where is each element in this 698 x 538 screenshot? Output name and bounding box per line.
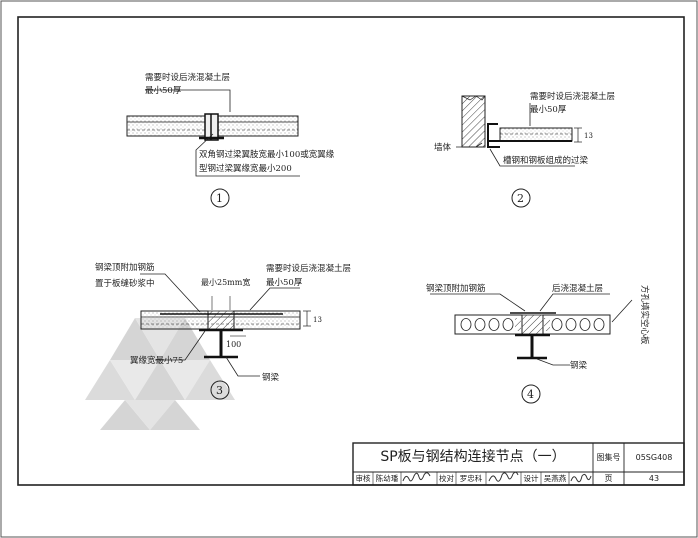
detail-4-number: 4 <box>527 388 534 401</box>
detail-2-slab <box>499 127 573 142</box>
check-label: 校对 <box>439 474 454 483</box>
detail-4-beam-label: 钢梁 <box>570 360 588 371</box>
title-block-frame <box>352 442 685 486</box>
detail-3-gap-label: 最小25mm宽 <box>201 277 250 287</box>
detail-2-dimension: 13 <box>584 132 593 140</box>
atlas-label: 图集号 <box>596 453 621 462</box>
watermark-logo <box>85 318 235 430</box>
detail-4 <box>430 293 633 404</box>
page-number: 43 <box>648 474 660 483</box>
design-label: 设计 <box>523 474 539 483</box>
review-signature <box>402 472 431 482</box>
detail-4-side-note: 方孔填实空心板 <box>639 285 650 345</box>
review-name: 陈幼璠 <box>375 474 399 483</box>
detail-3-topping-label: 需要时设后浇混凝土层 <box>266 263 351 274</box>
detail-1-topping-thickness: 最小50厚 <box>145 85 182 96</box>
detail-1 <box>126 89 300 208</box>
detail-1-flange-label: 双角钢过梁翼肢宽最小100或宽翼缘 <box>199 149 335 160</box>
page-label: 页 <box>604 474 613 483</box>
detail-3-rebar-label: 钢梁顶附加钢筋 <box>95 262 155 273</box>
detail-1-topping-label: 需要时设后浇混凝土层 <box>145 72 230 83</box>
check-name: 罗忠科 <box>459 474 483 483</box>
detail-3 <box>140 273 311 400</box>
design-signature <box>570 473 592 483</box>
detail-3-topping-thickness: 最小50厚 <box>266 277 303 288</box>
drawing-title: SP板与钢结构连接节点（一） <box>380 449 566 465</box>
detail-3-rebar-note: 置于板缝砂浆中 <box>95 278 155 289</box>
detail-3-beam-label: 钢梁 <box>262 372 280 383</box>
detail-2-wall <box>461 95 486 148</box>
detail-2-lintel-label: 槽钢和钢板组成的过梁 <box>503 155 589 166</box>
detail-3-dimension-100: 100 <box>226 340 241 349</box>
detail-4-topping-label: 后浇混凝土层 <box>552 283 603 294</box>
title-block: SP板与钢结构连接节点（一） 图集号 05SG408 页 43 审核 陈幼璠 校… <box>353 443 684 485</box>
detail-4-slab-right <box>542 314 611 335</box>
detail-2-topping-label: 需要时设后浇混凝土层 <box>530 91 615 102</box>
design-name: 吴燕燕 <box>543 474 567 483</box>
atlas-number: 05SG408 <box>635 453 673 462</box>
detail-3-dimension-13: 13 <box>313 316 322 324</box>
detail-3-number: 3 <box>216 384 223 397</box>
detail-1-flange-alt-label: 型钢过梁翼缘宽最小200 <box>199 163 292 174</box>
detail-4-slab-left <box>454 314 523 335</box>
detail-2 <box>456 95 582 208</box>
detail-1-slab-left <box>126 115 206 137</box>
detail-2-channel-lintel <box>487 123 500 148</box>
detail-2-topping-thickness: 最小50厚 <box>530 104 567 115</box>
detail-4-rebar-label: 钢梁顶附加钢筋 <box>426 283 486 294</box>
detail-2-number: 2 <box>517 192 524 205</box>
detail-1-number: 1 <box>216 192 223 205</box>
drawing-frame <box>17 16 685 486</box>
detail-1-slab-right <box>217 115 299 137</box>
detail-3-flange-label: 翼缘宽最小75 <box>130 355 183 366</box>
review-label: 审核 <box>355 474 371 483</box>
detail-2-wall-label: 墙体 <box>434 142 452 153</box>
check-signature <box>488 471 519 482</box>
detail-4-grout-joint <box>521 314 544 335</box>
